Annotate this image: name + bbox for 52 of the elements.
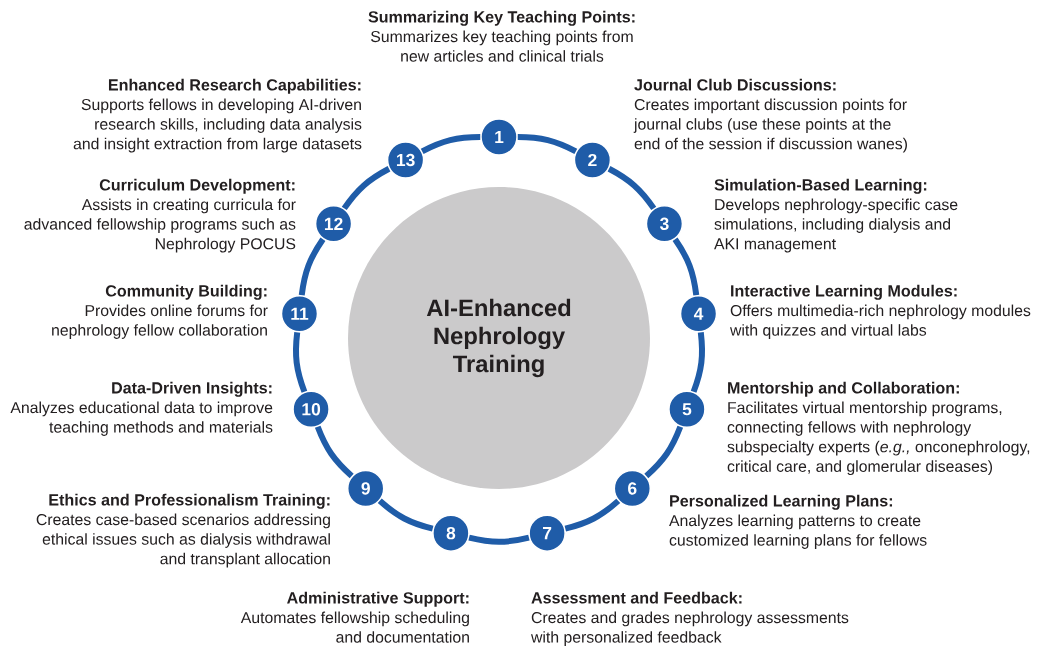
item-description: Analyzes learning patterns to create customized learning plans for fellows xyxy=(669,514,927,549)
ring-arc xyxy=(420,134,481,154)
ring-arc xyxy=(377,498,434,532)
ring-arc xyxy=(293,332,308,393)
item-description: Develops nephrology-specific case simulations, including dialysis and AKI management xyxy=(714,198,958,253)
number-badge: 13 xyxy=(386,141,425,179)
item-heading: Community Building: xyxy=(105,284,267,300)
item-description: Summarizes key teaching points from new articles and clinical trials xyxy=(371,30,633,62)
number-badge: 5 xyxy=(668,390,706,428)
number-badge: 4 xyxy=(679,295,718,333)
item-heading: Simulation-Based Learning: xyxy=(714,178,927,194)
ring-arc xyxy=(672,237,700,296)
number-badge: 12 xyxy=(314,205,353,243)
item-heading: Assessment and Feedback: xyxy=(531,591,742,604)
number-badge: 9 xyxy=(346,469,385,508)
number-badge: 8 xyxy=(432,514,470,552)
item-heading: Ethics and Professionalism Training: xyxy=(49,493,330,509)
item-description: Facilitates virtual mentorship programs, connecting fellows with nephrology subspecialty experts (e.g., onconephrology, critical care, and glomerular diseases) xyxy=(727,401,1030,476)
number-badge: 1 xyxy=(480,118,518,156)
item-description: Offers multimedia-rich nephrology modules with quizzes and virtual labs xyxy=(730,304,1031,339)
item-description: Automates fellowship scheduling and documentation xyxy=(240,611,469,643)
ring-arc xyxy=(341,166,391,211)
number-badge: 10 xyxy=(292,390,330,428)
item-heading: Personalized Learning Plans: xyxy=(670,494,892,510)
ring-arc xyxy=(517,134,578,154)
number-badge: 2 xyxy=(573,141,612,179)
item-description: Creates and grades nephrology assessments with personalized feedback xyxy=(531,611,849,646)
item-description: Creates case-based scenarios addressing ethical issues such as dialysis withdrawal and transplant allocation xyxy=(36,513,330,568)
ring-arc xyxy=(298,237,326,296)
ring-arc xyxy=(468,534,530,545)
number-badge: 6 xyxy=(613,469,652,508)
item-description: Creates important discussion points for journal clubs (use these points at the end of the session if discussion wanes) xyxy=(633,98,907,153)
number-badge: 3 xyxy=(645,205,684,243)
ring-arc xyxy=(607,166,657,211)
ring-arc xyxy=(690,332,705,393)
item-description: Assists in creating curricula for advanced fellowship programs such as Nephrology POCUS xyxy=(24,198,296,253)
number-badge: 7 xyxy=(528,514,566,552)
item-heading: Data-Driven Insights: xyxy=(112,381,272,397)
item-heading: Journal Club Discussions: xyxy=(634,78,836,91)
item-description: Analyzes educational data to improve teaching methods and materials xyxy=(10,401,273,436)
ring-arc xyxy=(564,498,621,532)
item-description: Provides online forums for nephrology fellow collaboration xyxy=(52,304,268,339)
item-description: Supports fellows in developing AI-driven research skills, including data analysis and insight extraction from large datasets xyxy=(73,98,362,153)
ring-arc xyxy=(314,425,354,479)
ring-arc xyxy=(644,425,684,479)
item-heading: Mentorship and Collaboration: xyxy=(728,381,959,397)
item-heading: Summarizing Key Teaching Points: xyxy=(368,10,635,26)
item-heading: Curriculum Development: xyxy=(99,178,295,194)
number-badge: 11 xyxy=(280,295,319,333)
item-heading: Administrative Support: xyxy=(287,591,469,607)
item-heading: Interactive Learning Modules: xyxy=(731,284,957,300)
item-heading: Enhanced Research Capabilities: xyxy=(108,78,361,94)
